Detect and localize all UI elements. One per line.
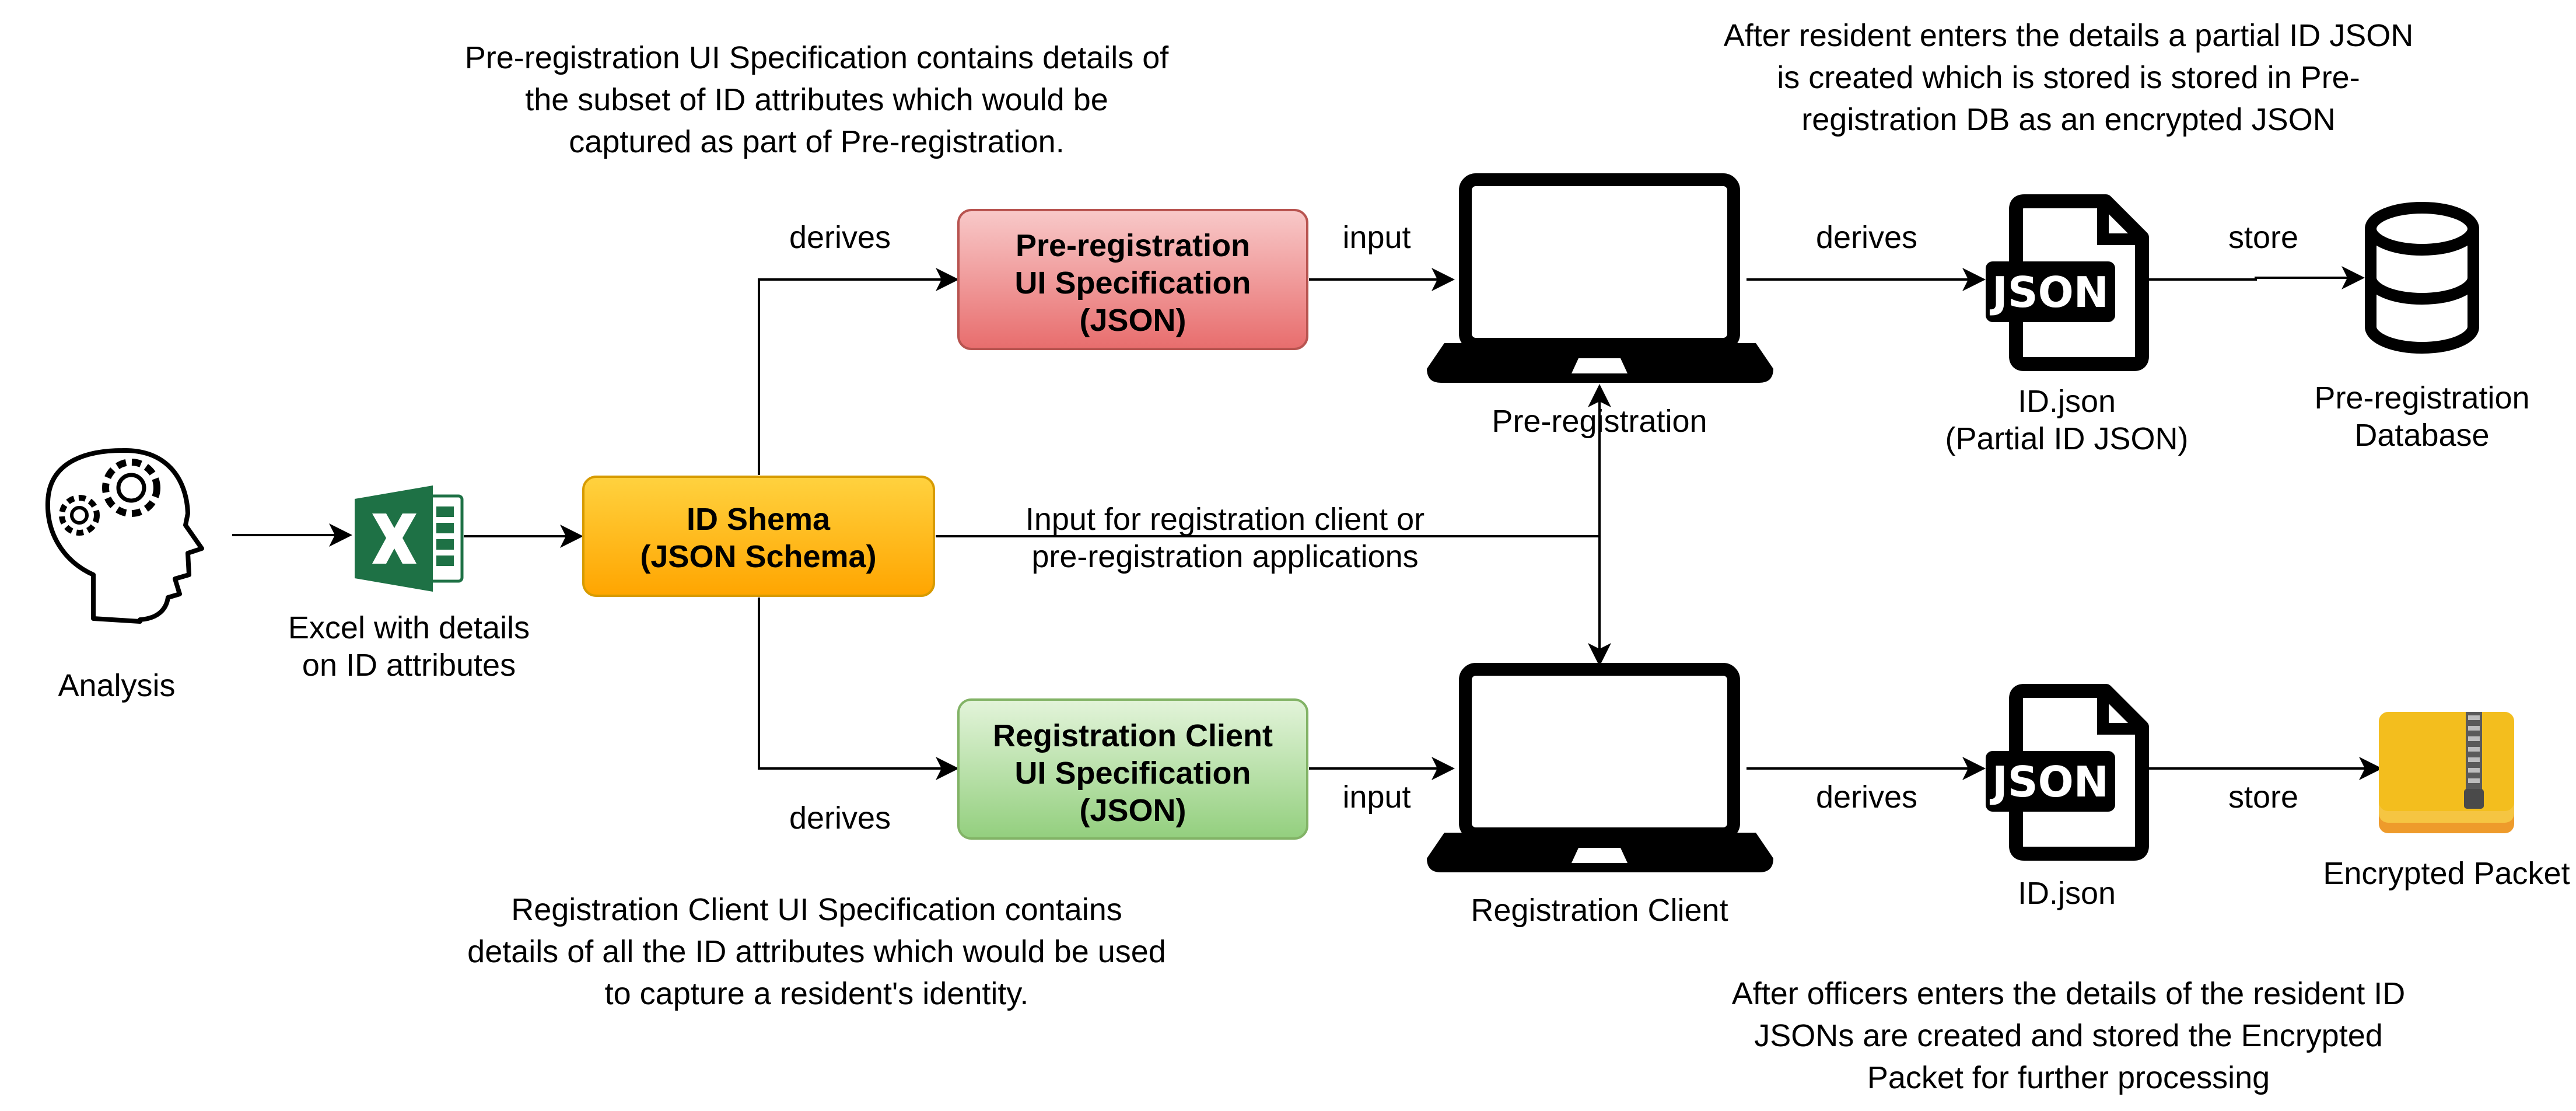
- regclient-laptop-label: Registration Client: [1471, 893, 1728, 928]
- edge-json-to-database: [2144, 266, 2365, 289]
- regclient-spec-line3: (JSON): [1079, 793, 1186, 828]
- prereg-db-label-line2: Database: [2354, 418, 2489, 453]
- svg-text:After officers enters the deta: After officers enters the details of the…: [1732, 976, 2406, 1011]
- edge-label-derives-bottom: derives: [789, 801, 891, 836]
- excel-icon: [355, 485, 464, 592]
- database-icon: [2365, 202, 2479, 354]
- prereg-laptop-label: Pre-registration: [1492, 404, 1707, 439]
- svg-text:After resident enters the deta: After resident enters the details a part…: [1724, 18, 2414, 53]
- json-icon-text: JSON: [1989, 757, 2109, 806]
- edge-label-schema-input-line1: Input for registration client or: [1026, 502, 1424, 537]
- analysis-label: Analysis: [58, 668, 175, 703]
- edge-label-store-bottom: store: [2228, 780, 2298, 815]
- svg-text:Packet for further processing: Packet for further processing: [1867, 1060, 2270, 1095]
- edges: [232, 266, 2382, 780]
- id-schema-line2: (JSON Schema): [640, 539, 876, 574]
- id-json-top-label-line1: ID.json: [2018, 384, 2116, 419]
- svg-text:to capture a resident's identi: to capture a resident's identity.: [605, 976, 1029, 1011]
- edge-label-input-bottom: input: [1342, 780, 1410, 815]
- note-regclient-spec: Registration Client UI Specification con…: [467, 892, 1166, 1011]
- prereg-db-label-line1: Pre-registration: [2314, 380, 2529, 415]
- edge-label-store-top: store: [2228, 220, 2298, 255]
- regclient-spec-line1: Registration Client: [993, 718, 1273, 753]
- svg-text:the subset of ID attributes wh: the subset of ID attributes which would …: [525, 82, 1108, 117]
- svg-text:details of all the ID attribut: details of all the ID attributes which w…: [467, 934, 1166, 969]
- json-file-icon: JSON: [1986, 684, 2149, 861]
- edge-label-derives-json-top: derives: [1816, 220, 1917, 255]
- id-json-top-label-line2: (Partial ID JSON): [1945, 421, 2188, 456]
- svg-text:is created which is stored is: is created which is stored is stored in …: [1777, 60, 2360, 95]
- svg-text:JSONs are created and stored t: JSONs are created and stored the Encrypt…: [1754, 1018, 2383, 1053]
- json-icon-text: JSON: [1989, 268, 2109, 317]
- regclient-spec-box: Registration Client UI Specification (JS…: [957, 698, 1308, 840]
- svg-text:registration DB as an encrypte: registration DB as an encrypted JSON: [1801, 102, 2335, 137]
- excel-label-line1: Excel with details: [288, 610, 530, 645]
- laptop-icon: [1427, 173, 1773, 383]
- svg-text:captured as part of Pre-regist: captured as part of Pre-registration.: [569, 124, 1064, 159]
- edge-label-input-top: input: [1342, 220, 1410, 255]
- head-gears-icon: [45, 448, 204, 624]
- svg-text:Registration Client UI Specifi: Registration Client UI Specification con…: [511, 892, 1122, 927]
- edge-schema-to-prereg-spec: [758, 268, 959, 475]
- prereg-spec-line2: UI Specification: [1014, 265, 1251, 301]
- svg-text:Pre-registration UI Specificat: Pre-registration UI Specification contai…: [465, 40, 1170, 75]
- regclient-spec-line2: UI Specification: [1014, 756, 1251, 791]
- id-json-bottom-label: ID.json: [2018, 876, 2116, 911]
- prereg-spec-box: Pre-registration UI Specification (JSON): [957, 209, 1308, 350]
- note-encrypted-packet: After officers enters the details of the…: [1732, 976, 2406, 1095]
- edge-label-derives-json-bottom: derives: [1816, 780, 1917, 815]
- id-schema-line1: ID Shema: [687, 502, 831, 537]
- prereg-spec-line3: (JSON): [1079, 303, 1186, 338]
- excel-label-line2: on ID attributes: [302, 648, 516, 683]
- zip-packet-icon: [2379, 712, 2514, 833]
- laptop-icon: [1427, 663, 1773, 872]
- edge-label-schema-input-line2: pre-registration applications: [1031, 539, 1418, 574]
- edge-label-derives-top: derives: [789, 220, 891, 255]
- encrypted-packet-label: Encrypted Packet: [2323, 856, 2570, 891]
- id-schema-box: ID Shema (JSON Schema): [582, 476, 935, 597]
- prereg-spec-line1: Pre-registration: [1016, 228, 1250, 263]
- edge-schema-to-reg-spec: [758, 598, 959, 780]
- note-prereg-spec: Pre-registration UI Specification contai…: [465, 40, 1170, 159]
- note-partial-json: After resident enters the details a part…: [1724, 18, 2414, 137]
- json-file-icon: JSON: [1986, 194, 2149, 371]
